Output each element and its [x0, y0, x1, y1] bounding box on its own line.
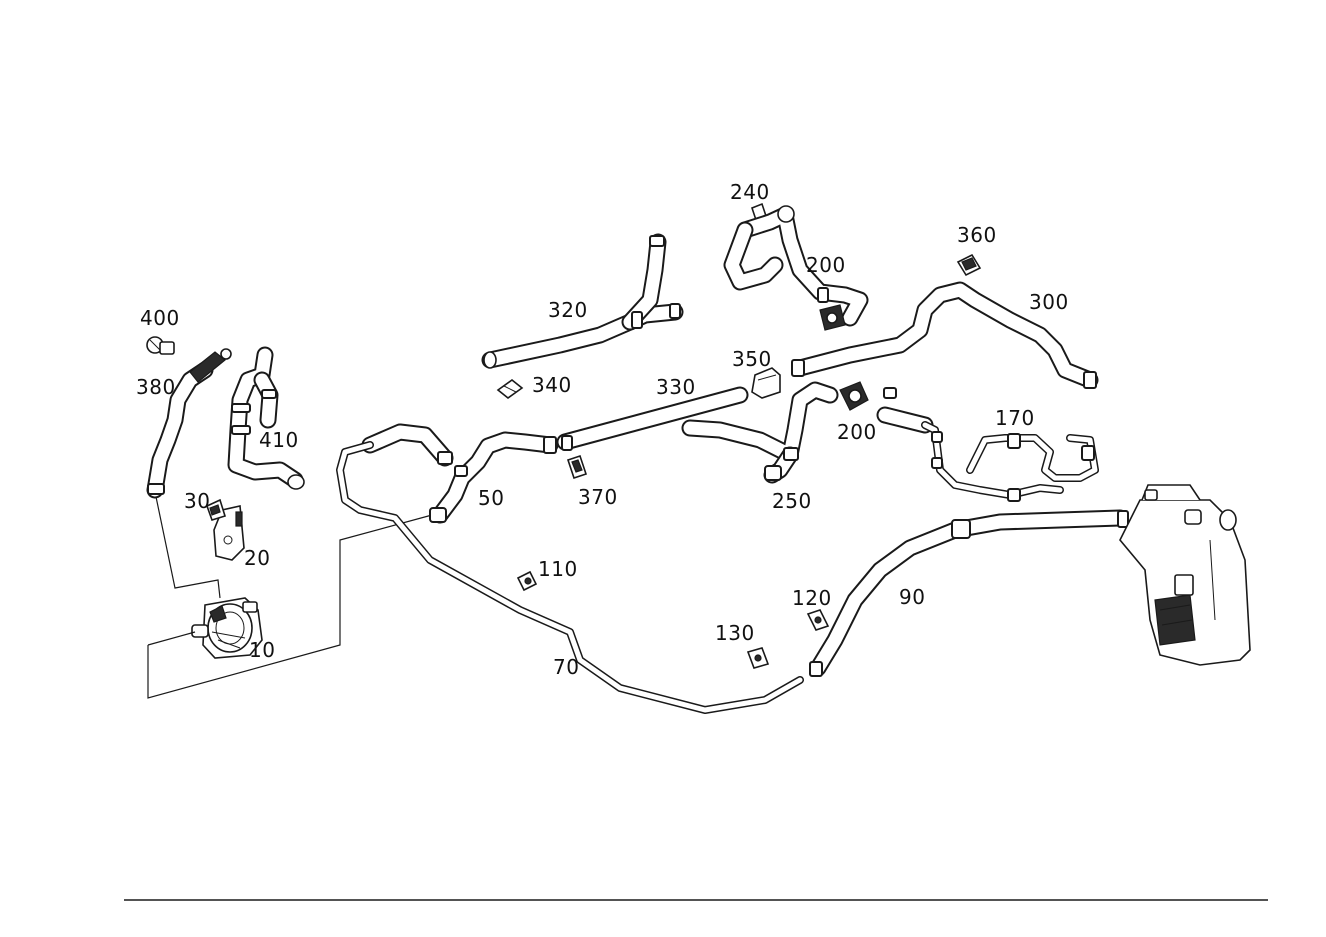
part-380-hose — [146, 361, 214, 499]
part-70-upper-hose — [361, 423, 454, 467]
part-410-hose — [227, 346, 305, 490]
callout-110: 110 — [538, 557, 578, 581]
callout-240: 240 — [730, 180, 770, 204]
part-expansion-tank — [1119, 484, 1251, 666]
callout-320: 320 — [548, 298, 588, 322]
part-110-clip — [516, 570, 538, 592]
callout-20: 20 — [244, 546, 271, 570]
part-250-hose — [681, 381, 839, 484]
leader-380-to-pump — [154, 491, 221, 599]
callout-330: 330 — [656, 375, 696, 399]
part-20-bracket — [213, 505, 245, 561]
callout-410: 410 — [259, 428, 299, 452]
part-90-hose — [809, 509, 1129, 677]
callout-400: 400 — [140, 306, 180, 330]
callout-340: 340 — [532, 373, 572, 397]
callout-360: 360 — [957, 223, 997, 247]
part-330-pipe — [556, 386, 749, 451]
part-50-hose — [429, 431, 559, 524]
callout-50: 50 — [478, 486, 505, 510]
part-200-upper-hose — [723, 205, 869, 331]
callout-10: 10 — [249, 638, 276, 662]
callout-250: 250 — [772, 489, 812, 513]
part-320-pipe — [481, 233, 684, 369]
part-370-clip — [566, 454, 588, 480]
part-300-hose — [791, 281, 1099, 389]
callout-200-upper: 200 — [806, 253, 846, 277]
part-170-hose — [921, 421, 1099, 502]
part-200-lower-valve — [839, 381, 934, 434]
callout-300: 300 — [1029, 290, 1069, 314]
callout-90: 90 — [899, 585, 926, 609]
callout-30: 30 — [184, 489, 211, 513]
part-360-clip — [956, 253, 982, 277]
part-350-cap — [751, 367, 781, 399]
callout-380: 380 — [136, 375, 176, 399]
callout-170: 170 — [995, 406, 1035, 430]
part-340-bracket — [496, 378, 524, 400]
callout-130: 130 — [715, 621, 755, 645]
callout-200-lower: 200 — [837, 420, 877, 444]
part-30-clip — [206, 498, 227, 521]
callout-120: 120 — [792, 586, 832, 610]
callout-350: 350 — [732, 347, 772, 371]
leader-50-to-pump — [147, 514, 433, 699]
part-130-clip — [746, 647, 770, 669]
part-10-water-pump — [191, 597, 263, 659]
part-120-clip — [806, 609, 830, 631]
callout-70: 70 — [553, 655, 580, 679]
leader-pump-outlet — [147, 631, 196, 646]
part-70-pipe — [336, 441, 804, 714]
callout-370: 370 — [578, 485, 618, 509]
part-400-bleed-screw — [146, 336, 175, 355]
part-380-connector — [189, 348, 232, 383]
